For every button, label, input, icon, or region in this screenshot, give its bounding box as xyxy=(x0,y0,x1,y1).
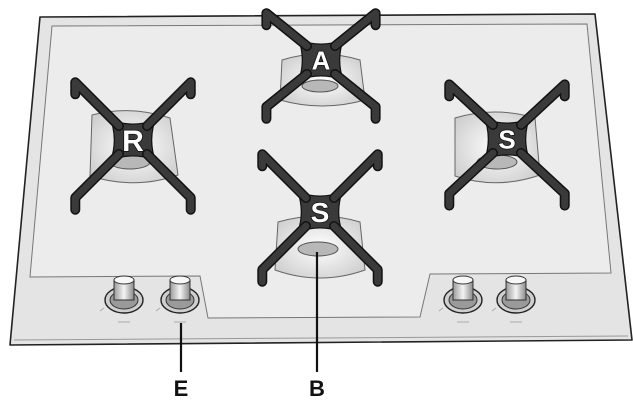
callout-b-label: B xyxy=(309,376,325,401)
pan-support-rapid xyxy=(70,77,196,215)
knob-2 xyxy=(155,275,200,323)
pan-support-auxiliary xyxy=(261,8,381,124)
callout-lines xyxy=(179,252,319,372)
callout-e-label: E xyxy=(174,376,189,401)
burner-label-rapid: R xyxy=(122,125,144,158)
knob-4 xyxy=(491,275,536,323)
burner-labels: R A S S xyxy=(121,45,516,229)
knob-1 xyxy=(99,275,144,323)
burner-label-semi-rapid-right: S xyxy=(498,124,515,154)
burner-label-semi-rapid-front: S xyxy=(311,197,330,228)
control-knobs xyxy=(99,275,536,323)
burner-label-auxiliary: A xyxy=(312,45,331,75)
pan-support-semi-rapid-front xyxy=(257,149,383,287)
knob-3 xyxy=(438,275,483,323)
pan-support-semi-rapid-right xyxy=(444,79,570,211)
pan-supports xyxy=(70,8,570,287)
